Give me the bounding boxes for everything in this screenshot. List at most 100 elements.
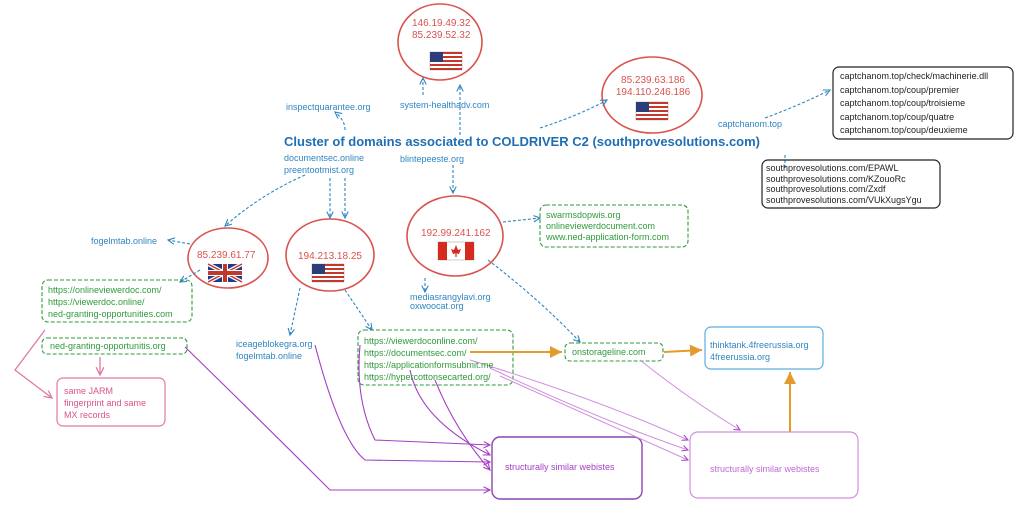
south-path: southprovesolutions.com/EPAWL (766, 163, 899, 173)
thinktank-labels: thinktank.4freerussia.org 4freerussia.or… (710, 339, 809, 363)
ip-address: 194.110.246.186 (615, 87, 691, 98)
domain-label: oxwoocat.org (410, 301, 464, 311)
pink-purple-arrow (499, 375, 688, 460)
pink-purple-arrow (469, 359, 688, 440)
arrow (335, 112, 346, 131)
domain-label: iceageblokegra.org (236, 339, 313, 349)
purple-arrow (314, 344, 490, 462)
domain-label: documentsec.online (284, 153, 365, 163)
url-label: ned-granting-opportunities.com (48, 309, 173, 319)
south-list: southprovesolutions.com/EPAWL southprove… (766, 163, 922, 205)
ip-address: 85.239.63.186 (621, 75, 685, 86)
domain-label: system-healthadv.com (400, 100, 490, 110)
orange-arrow (663, 344, 703, 357)
ip-node-canada: 192.99.241.162 (421, 228, 491, 239)
similar-label-left: structurally similar webistes (505, 462, 615, 472)
domain-label: mediasrangylavi.org (410, 292, 491, 302)
similar-label-right: structurally similar webistes (710, 464, 820, 474)
arrow (539, 100, 607, 129)
us-flag-icon (429, 51, 463, 71)
arrow (502, 218, 540, 223)
green-box-swarms-text: swarmsdopwis.org onlineviewerdocument.co… (546, 210, 669, 243)
ip-node-uk: 85.239.61.77 (197, 250, 256, 261)
url-label: https://applicationformsubmit.me (364, 360, 494, 370)
green-box-nedgranting-text: ned-granting-opportunitis.org (50, 341, 166, 351)
url-label: https://hypercottonsecarted.org/ (364, 372, 491, 382)
note-line: fingerprint and same (64, 398, 147, 408)
domain-label: onlineviewerdocument.com (546, 221, 656, 231)
domain-label: inspectquarantee.org (286, 102, 371, 112)
domain-label: thinktank.4freerussia.org (710, 340, 809, 350)
purple-arrow (409, 369, 490, 455)
ip-address: 146.19.49.32 (412, 18, 471, 29)
captcha-box (832, 66, 1014, 140)
url-label: https://viewerdoconline.com/ (364, 336, 478, 346)
arrow (487, 259, 580, 342)
green-box-onlineviewer-text: https://onlineviewerdoc.com/ https://vie… (48, 284, 173, 320)
domain-label: fogelmtab.online (91, 236, 158, 246)
captcha-path: captchanom.top/coup/troisieme (840, 98, 966, 108)
south-path: southprovesolutions.com/KZouoRc (766, 173, 906, 184)
url-label: https://documentsec.com/ (364, 348, 467, 358)
purple-arrow (434, 379, 490, 470)
green-box-onlineviewer (41, 279, 193, 323)
domain-label-group: iceageblokegra.org fogelmtab.online (236, 338, 313, 362)
purple-arrow (184, 346, 490, 490)
us-flag-icon (311, 263, 345, 283)
arrow (290, 287, 301, 335)
ip-node-uk-circle (187, 227, 269, 289)
domain-label-group: documentsec.online preentootmist.org (284, 152, 364, 176)
domain-label: captchanom.top (718, 119, 783, 129)
uk-flag-icon (207, 262, 243, 284)
pink-purple-arrow (639, 359, 740, 430)
diagram-title: Cluster of domains associated to COLDRIV… (284, 134, 761, 149)
similar-box-right (689, 431, 859, 499)
arrow (168, 240, 191, 245)
domain-label: swarmsdopwis.org (546, 210, 621, 220)
domain-label: preentootmist.org (284, 165, 355, 175)
green-box-nedgranting (41, 337, 188, 355)
arrow (764, 90, 830, 119)
captcha-list: captchanom.top/check/machinerie.dll capt… (840, 70, 988, 138)
note-line: same JARM (64, 386, 114, 396)
thinktank-box (704, 326, 824, 370)
ip-node-top: 146.19.49.32 85.239.52.32 (412, 18, 470, 42)
green-box-viewerdoconline (357, 329, 514, 386)
pink-arrow (14, 329, 52, 398)
domain-label: blintepeeste.org (400, 154, 465, 164)
captcha-path: captchanom.top/check/machinerie.dll (840, 71, 989, 81)
ip-node-topright-circle (601, 56, 703, 134)
url-label: https://viewerdoc.online/ (48, 297, 145, 307)
similar-box-left (491, 436, 643, 500)
canada-flag-icon (437, 241, 475, 261)
ip-node-canada-circle (406, 195, 504, 277)
arrow (225, 174, 306, 226)
arrow (344, 289, 372, 330)
captcha-path: captchanom.top/coup/quatre (840, 111, 955, 122)
ip-node-us-mid: 194.213.18.25 (298, 251, 362, 262)
us-flag-icon (635, 101, 669, 121)
south-box (761, 159, 941, 209)
domain-label: onstorageline.com (572, 347, 646, 357)
pink-purple-arrow (489, 367, 688, 450)
ip-node-topright: 85.239.63.186 194.110.246.186 (612, 75, 694, 99)
purple-arrow (358, 344, 490, 445)
ip-node-top-circle (397, 3, 483, 81)
domain-label: www.ned-application-form.com (546, 232, 670, 242)
south-path: southprovesolutions.com/VUkXugsYgu (766, 194, 922, 205)
domain-label-group: mediasrangylavi.org oxwoocat.org (410, 291, 491, 312)
ip-address: 85.239.52.32 (412, 30, 471, 41)
domain-label: fogelmtab.online (236, 351, 303, 361)
arrow (180, 269, 201, 282)
green-box-swarms (539, 204, 689, 248)
captcha-path: captchanom.top/coup/premier (840, 84, 960, 95)
jarm-note: same JARM fingerprint and same MX record… (64, 385, 146, 421)
jarm-note-box (56, 377, 166, 427)
green-box-viewerdoconline-text: https://viewerdoconline.com/ https://doc… (364, 335, 494, 383)
green-box-onstorageline (564, 342, 664, 362)
captcha-path: captchanom.top/coup/deuxieme (840, 125, 968, 135)
note-line: MX records (64, 410, 111, 420)
domain-label: 4freerussia.org (710, 352, 771, 362)
south-path: southprovesolutions.com/Zxdf (766, 184, 886, 194)
